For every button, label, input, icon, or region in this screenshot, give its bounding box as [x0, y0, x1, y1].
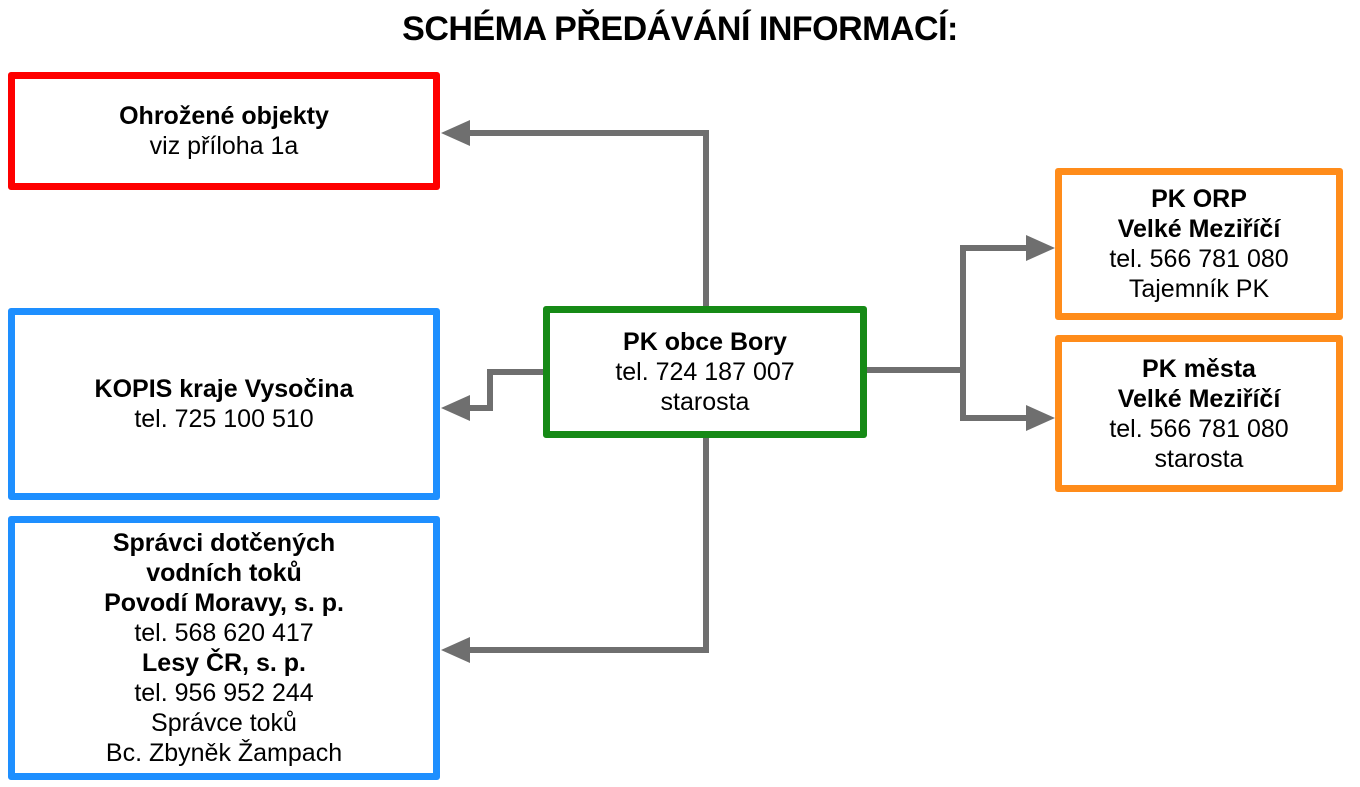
- node-kopis-kraje-vysocina: KOPIS kraje Vysočina tel. 725 100 510: [8, 308, 440, 500]
- connector-pkobce-to-kopis-segment1: [487, 369, 543, 375]
- arrowhead-right-icon: [1026, 405, 1055, 431]
- node-pkorp-line1: PK ORP: [1151, 185, 1247, 213]
- arrowhead-left-icon: [441, 120, 470, 146]
- node-kopis-line1: KOPIS kraje Vysočina: [94, 375, 354, 403]
- connector-branch-to-pkorp: [960, 245, 1030, 251]
- node-spravci-line3: Povodí Moravy, s. p.: [104, 589, 344, 617]
- arrowhead-left-icon: [441, 395, 470, 421]
- node-ohrozene-line1: Ohrožené objekty: [119, 102, 329, 130]
- arrowhead-left-icon: [441, 637, 470, 663]
- connector-pkobce-to-ohrozene-horizontal: [468, 130, 709, 136]
- node-pk-orp-velke-mezirici: PK ORP Velké Meziříčí tel. 566 781 080 T…: [1055, 168, 1343, 320]
- connector-pkobce-to-ohrozene-vertical: [703, 130, 709, 306]
- connector-branch-to-pkmesta: [960, 415, 1030, 421]
- node-spravci-line1: Správci dotčených: [112, 529, 336, 557]
- node-spravci-line2: vodních toků: [146, 559, 302, 587]
- node-spravci-line4: tel. 568 620 417: [134, 619, 314, 647]
- node-pkorp-line3: tel. 566 781 080: [1109, 245, 1289, 273]
- node-spravci-line8: Bc. Zbyněk Žampach: [105, 739, 343, 767]
- node-spravci-line7: Správce toků: [151, 709, 297, 737]
- arrowhead-right-icon: [1026, 235, 1055, 261]
- connector-pkobce-to-spravci-vertical: [703, 438, 709, 653]
- node-pkobce-line1: PK obce Bory: [623, 328, 787, 356]
- node-spravci-line5: Lesy ČR, s. p.: [142, 649, 306, 677]
- node-pkmesta-line4: starosta: [1154, 444, 1244, 473]
- connector-pkobce-to-orange-trunk: [867, 367, 966, 373]
- node-pkmesta-line1: PK města: [1142, 354, 1256, 383]
- node-pkmesta-line2: Velké Meziříčí: [1117, 384, 1281, 413]
- node-pkorp-line2: Velké Meziříčí: [1117, 215, 1281, 243]
- node-pk-obce-bory: PK obce Bory tel. 724 187 007 starosta: [543, 306, 867, 438]
- node-pk-mesta-velke-mezirici: PK města Velké Meziříčí tel. 566 781 080…: [1055, 335, 1343, 492]
- node-ohrozene-objekty: Ohrožené objekty viz příloha 1a: [8, 72, 440, 190]
- connector-pkobce-to-spravci-horizontal: [468, 647, 709, 653]
- node-pkobce-line3: starosta: [660, 388, 750, 416]
- node-pkorp-line4: Tajemník PK: [1128, 275, 1270, 303]
- node-pkobce-line2: tel. 724 187 007: [615, 358, 795, 386]
- node-ohrozene-line2: viz příloha 1a: [149, 132, 299, 160]
- page-title: SCHÉMA PŘEDÁVÁNÍ INFORMACÍ:: [402, 10, 958, 48]
- connector-pkobce-to-kopis-segment2: [487, 369, 493, 411]
- connector-pkobce-to-kopis-segment3: [468, 405, 493, 411]
- node-kopis-line2: tel. 725 100 510: [134, 405, 314, 433]
- connector-pkobce-to-orange-vertical: [960, 245, 966, 421]
- node-spravci-line6: tel. 956 952 244: [134, 679, 314, 707]
- node-pkmesta-line3: tel. 566 781 080: [1109, 414, 1289, 443]
- node-spravci-vodnich-toku: Správci dotčených vodních toků Povodí Mo…: [8, 516, 440, 780]
